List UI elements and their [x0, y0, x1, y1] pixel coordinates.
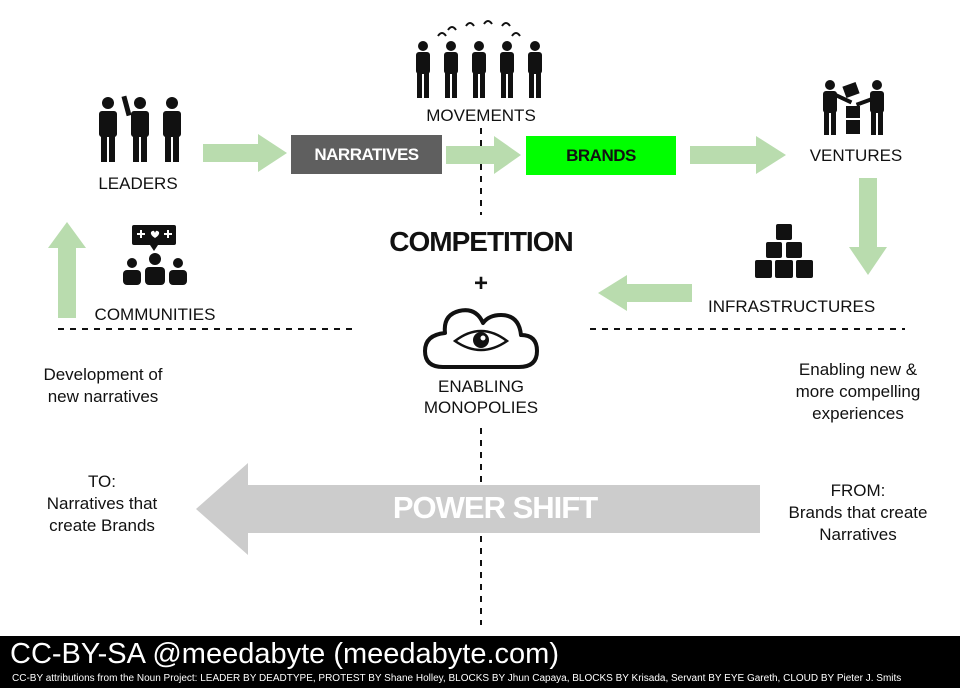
enabling-label-line2: MONOPOLIES [423, 398, 539, 417]
arrow-leaders-to-narratives [203, 134, 287, 172]
arrow-narratives-to-brands [446, 136, 521, 174]
arrow-infrastructures-to-communities [598, 275, 692, 311]
cloud-eye-icon [423, 308, 539, 369]
arrow-ventures-to-infrastructures [849, 178, 887, 275]
left-note-line2: new narratives [47, 387, 159, 406]
right-note-line1: Enabling new & [798, 360, 918, 379]
right-note-line3: experiences [812, 404, 904, 423]
competition-label: COMPETITION [389, 226, 573, 257]
footer-bar: CC-BY-SA @meedabyte (meedabyte.com) CC-B… [0, 636, 960, 688]
attribution-text: CC-BY attributions from the Noun Project… [12, 673, 902, 684]
from-note-line1: FROM: [830, 481, 886, 500]
movements-label: MOVEMENTS [426, 106, 536, 125]
to-note-line3: create Brands [49, 516, 155, 535]
left-note-line1: Development of [43, 365, 163, 384]
to-note-line2: Narratives that [46, 494, 158, 513]
movements-icon [416, 20, 542, 98]
right-note-line2: more compelling [795, 382, 921, 401]
arrow-brands-to-ventures [690, 136, 786, 174]
from-note-line3: Narratives [819, 525, 897, 544]
from-note-line2: Brands that create [788, 503, 928, 522]
to-note-line1: TO: [87, 472, 117, 491]
from-note: FROM: Brands that create Narratives [772, 480, 944, 546]
ventures-icon [823, 80, 884, 135]
to-note: TO: Narratives that create Brands [26, 471, 178, 537]
infrastructures-label: INFRASTRUCTURES [708, 297, 876, 316]
brands-box: BRANDS [526, 136, 676, 175]
enabling-label-line1: ENABLING [438, 377, 524, 396]
communities-label: COMMUNITIES [94, 305, 216, 324]
leaders-label: LEADERS [98, 174, 178, 193]
arrow-communities-to-leaders [48, 222, 86, 318]
narratives-box: NARRATIVES [291, 135, 442, 174]
plus-sign: + [473, 270, 488, 297]
power-shift-label: POWER SHIFT [392, 490, 598, 525]
right-note: Enabling new & more compelling experienc… [778, 359, 938, 425]
license-text: CC-BY-SA @meedabyte (meedabyte.com) [10, 638, 559, 670]
leaders-icon [99, 95, 181, 162]
ventures-label: VENTURES [809, 146, 903, 165]
left-note: Development of new narratives [28, 364, 178, 408]
infrastructures-icon [755, 224, 813, 278]
communities-icon [123, 225, 187, 285]
